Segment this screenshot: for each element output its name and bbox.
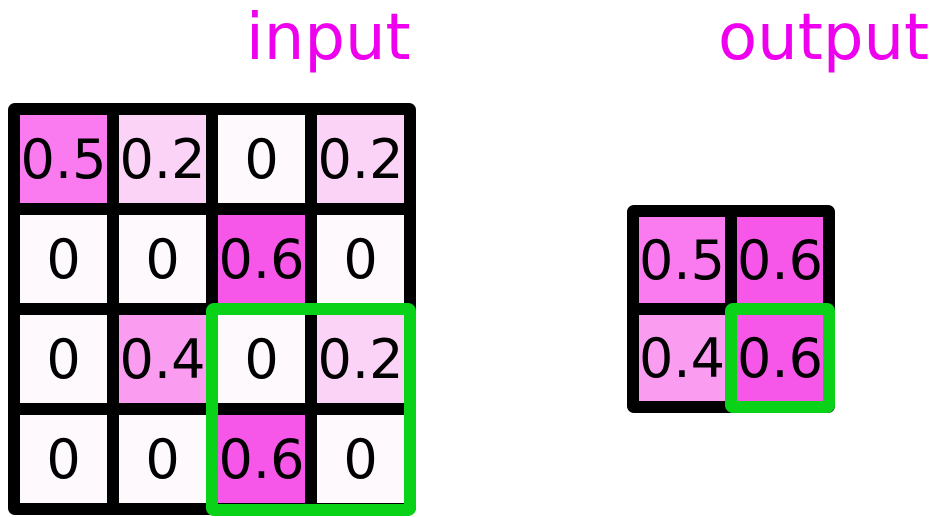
input-cell-r0c2: 0 (218, 115, 305, 203)
output-cell-r1c1: 0.6 (737, 315, 823, 401)
input-cell-r3c3: 0 (317, 415, 404, 503)
input-cell-r2c0: 0 (20, 315, 107, 403)
input-cell-r1c1: 0 (119, 215, 206, 303)
output-cell-r0c1: 0.6 (737, 217, 823, 303)
input-cell-r2c3: 0.2 (317, 315, 404, 403)
input-cell-r0c3: 0.2 (317, 115, 404, 203)
input-title: input (246, 1, 411, 75)
input-cell-r1c3: 0 (317, 215, 404, 303)
output-cell-r1c0: 0.4 (639, 315, 725, 401)
input-cell-r2c1: 0.4 (119, 315, 206, 403)
input-cell-r1c2: 0.6 (218, 215, 305, 303)
input-cell-r1c0: 0 (20, 215, 107, 303)
input-cell-r0c0: 0.5 (20, 115, 107, 203)
input-cell-r0c1: 0.2 (119, 115, 206, 203)
input-cell-r2c2: 0 (218, 315, 305, 403)
output-title: output (718, 1, 930, 75)
output-cell-r0c0: 0.5 (639, 217, 725, 303)
input-cell-r3c2: 0.6 (218, 415, 305, 503)
input-cell-r3c0: 0 (20, 415, 107, 503)
input-cell-r3c1: 0 (119, 415, 206, 503)
